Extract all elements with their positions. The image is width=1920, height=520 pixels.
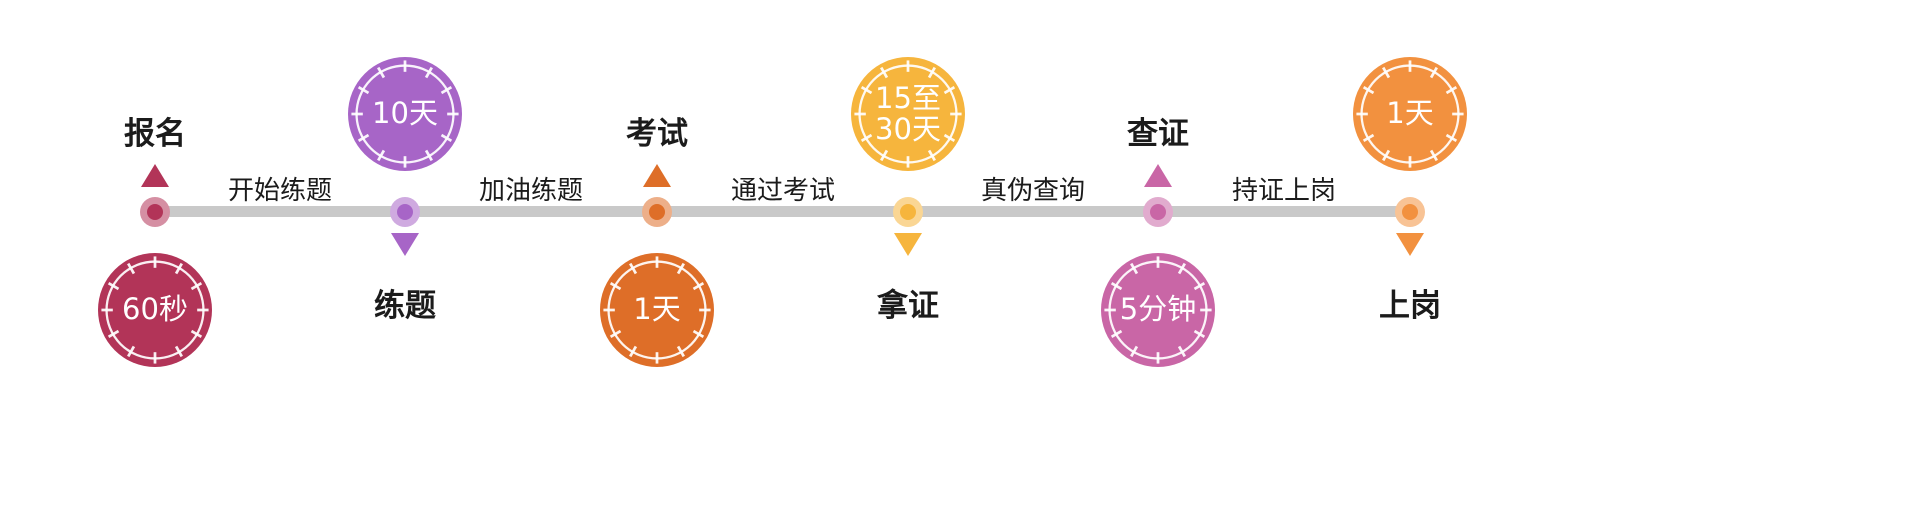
arrow-up-icon <box>643 164 671 187</box>
timeline-dot <box>893 197 923 227</box>
duration-text: 1天 <box>1386 96 1434 131</box>
segment-label-work-with-cert: 持证上岗 <box>1231 176 1337 206</box>
step-label: 上岗 <box>1379 288 1441 324</box>
arrow-up-icon <box>1144 164 1172 187</box>
duration-clock-badge: 10天 <box>348 57 462 171</box>
duration-text: 15至 30天 <box>875 80 941 146</box>
timeline-dot <box>140 197 170 227</box>
step-label: 考试 <box>626 116 688 152</box>
timeline-dot <box>390 197 420 227</box>
step-label: 练题 <box>374 288 436 324</box>
arrow-down-icon <box>391 233 419 256</box>
timeline-dot <box>642 197 672 227</box>
timeline-bar <box>146 206 1420 217</box>
arrow-down-icon <box>1396 233 1424 256</box>
duration-text: 1天 <box>633 292 681 327</box>
duration-text: 60秒 <box>122 292 188 327</box>
step-label: 查证 <box>1127 116 1189 152</box>
timeline-dot <box>1143 197 1173 227</box>
segment-label-pass-exam: 通过考试 <box>730 176 836 206</box>
step-label: 报名 <box>124 116 186 152</box>
arrow-down-icon <box>894 233 922 256</box>
duration-text: 10天 <box>372 96 438 131</box>
segment-label-authenticity-check: 真伪查询 <box>980 176 1086 206</box>
duration-clock-badge: 1天 <box>600 253 714 367</box>
step-label: 拿证 <box>877 288 939 324</box>
segment-label-start-practice: 开始练题 <box>227 176 333 206</box>
duration-clock-badge: 5分钟 <box>1101 253 1215 367</box>
timeline-dot <box>1395 197 1425 227</box>
duration-text: 5分钟 <box>1119 292 1197 327</box>
segment-label-keep-practicing: 加油练题 <box>478 176 584 206</box>
duration-clock-badge: 15至 30天 <box>851 57 965 171</box>
duration-clock-badge: 1天 <box>1353 57 1467 171</box>
duration-clock-badge: 60秒 <box>98 253 212 367</box>
arrow-up-icon <box>141 164 169 187</box>
